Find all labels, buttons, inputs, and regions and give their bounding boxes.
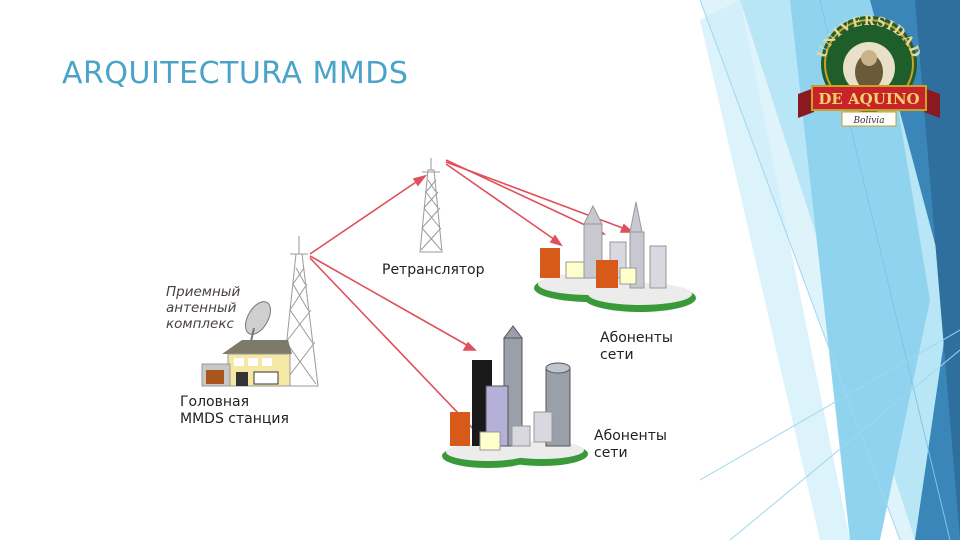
subscribers-bottom-label: Абоненты сети (594, 428, 667, 462)
repeater-label: Ретранслятор (382, 262, 485, 278)
logo-banner-text: DE AQUINO (818, 90, 919, 108)
slide-title: ARQUITECTURA MMDS (62, 56, 409, 91)
head-station-label: Головная MMDS станция (180, 394, 289, 428)
university-logo: UNIVERSIDAD DE AQUINO Bolivia (796, 12, 942, 130)
logo-emblem-icon: UNIVERSIDAD DE AQUINO Bolivia (798, 14, 940, 127)
mmds-architecture-diagram (201, 158, 696, 468)
link-station-sub5 (309, 257, 481, 437)
link-station-repeater (309, 177, 423, 255)
link-station-sub4 (309, 255, 473, 349)
subscribers-top-label: Абоненты сети (600, 330, 673, 364)
receiving-complex-line-2: антенный (166, 300, 237, 316)
receiving-complex-label: Приемный антенный комплекс (166, 284, 240, 332)
satellite-dish-icon (245, 301, 271, 347)
link-repeater-sub3 (445, 163, 559, 243)
link-repeater-sub2 (445, 161, 629, 231)
subscribers-top-line-2: сети (600, 347, 634, 363)
receiving-complex-line-3: комплекс (166, 316, 234, 332)
receiving-complex-line-1: Приемный (166, 284, 241, 300)
arrow-head (549, 234, 563, 247)
head-station-line-2: MMDS станция (180, 411, 289, 427)
arrow-head (462, 341, 477, 351)
subscriber-cluster-top-icon (534, 201, 696, 312)
decorative-side-panel (700, 0, 960, 540)
repeater-tower-icon (419, 158, 443, 253)
subscriber-cluster-bottom-icon (442, 325, 588, 468)
subscribers-bottom-line-2: сети (594, 445, 628, 461)
arrow-head (619, 223, 635, 233)
head-station-line-1: Головная (180, 394, 250, 410)
logo-sub-text: Bolivia (852, 116, 884, 126)
subscribers-top-line-1: Абоненты (600, 330, 673, 346)
arrow-head (412, 174, 428, 187)
subscribers-bottom-line-1: Абоненты (594, 428, 667, 444)
head-station-building-icon (201, 340, 292, 387)
